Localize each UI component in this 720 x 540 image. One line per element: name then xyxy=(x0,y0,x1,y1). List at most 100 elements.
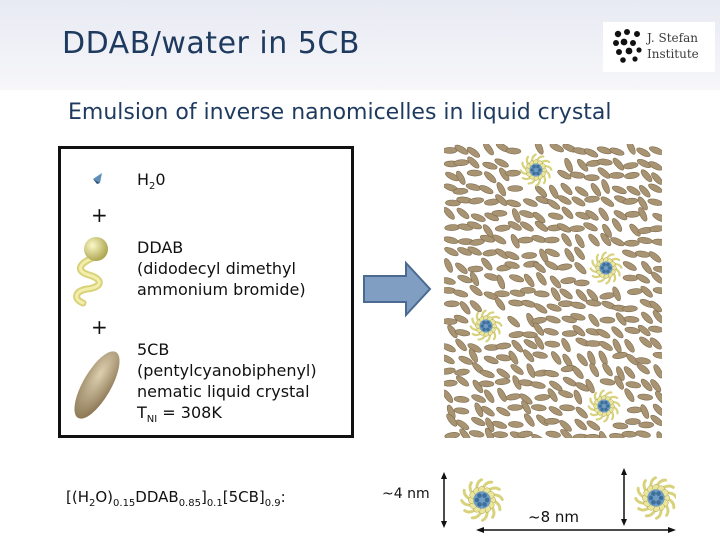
lc-molecule xyxy=(585,378,595,394)
lc-molecule xyxy=(511,208,521,223)
institute-logo-icon xyxy=(613,29,642,63)
right-arrow-icon xyxy=(363,260,432,318)
lc-molecule xyxy=(572,366,584,379)
lc-molecule xyxy=(560,182,573,196)
small-micelle-size: ~4 nm xyxy=(382,486,430,502)
lc-molecule xyxy=(447,324,458,339)
lc-molecule xyxy=(545,315,561,324)
lc-molecule xyxy=(598,340,613,351)
lc-molecule xyxy=(548,212,564,220)
lc-molecule xyxy=(574,186,589,197)
lc-molecule xyxy=(495,194,508,206)
lc-molecule xyxy=(455,419,470,430)
tni-value: TNI = 308K xyxy=(137,403,222,426)
lc-molecule xyxy=(517,430,533,438)
ddab-desc-2: ammonium bromide) xyxy=(137,280,306,299)
lc-molecule xyxy=(546,199,561,210)
lc-molecule xyxy=(444,258,453,273)
lc-molecule xyxy=(497,387,507,402)
lc-molecule xyxy=(625,418,641,425)
lc-molecule xyxy=(469,271,480,287)
lc-molecule xyxy=(557,195,572,205)
lc-molecule xyxy=(648,183,662,193)
lc-molecule xyxy=(549,184,559,199)
lc-molecule xyxy=(648,161,662,171)
lc-molecule xyxy=(478,380,495,388)
lc-molecule xyxy=(612,422,629,430)
lc-molecule xyxy=(600,196,615,207)
lc-molecule xyxy=(640,169,653,182)
lc-molecule xyxy=(467,221,482,230)
lc-molecule xyxy=(532,211,546,224)
institute-name: J. Stefan Institute xyxy=(647,30,699,62)
lc-molecule xyxy=(564,248,575,263)
lc-molecule xyxy=(466,169,483,177)
lc-molecule xyxy=(543,417,560,425)
lc-molecule xyxy=(468,348,478,363)
lc-molecule xyxy=(624,339,635,353)
lc-molecule xyxy=(598,207,609,222)
lc-molecule xyxy=(624,326,641,334)
lc-molecule xyxy=(521,400,531,415)
lc-molecule xyxy=(648,325,662,333)
lc-molecule xyxy=(627,288,643,295)
lc-molecule xyxy=(533,322,545,336)
lc-molecule xyxy=(576,353,588,367)
lc-molecule xyxy=(484,171,497,184)
plus-sign: + xyxy=(91,315,108,339)
lc-molecule xyxy=(469,300,482,313)
lc-molecule xyxy=(600,232,612,247)
lc-molecule xyxy=(459,301,471,315)
institute-line-1: J. Stefan xyxy=(647,31,698,45)
nanomicelle-emulsion-illustration xyxy=(444,144,662,438)
lc-molecule xyxy=(494,297,506,311)
lc-molecule xyxy=(590,183,602,197)
lc-molecule xyxy=(481,257,493,271)
micelle xyxy=(469,309,503,343)
lc-molecule xyxy=(523,339,538,350)
lc-molecule xyxy=(612,286,621,302)
lc-molecule xyxy=(508,350,519,365)
lc-molecule xyxy=(496,406,511,417)
lc-molecule xyxy=(453,289,469,298)
lc-molecule xyxy=(569,225,585,233)
lc-molecule xyxy=(562,376,577,387)
lc-molecule xyxy=(589,363,600,378)
lc-molecule xyxy=(652,351,662,359)
lc-molecule xyxy=(575,234,585,249)
water-molecule-icon xyxy=(93,173,102,184)
lc-molecule xyxy=(551,351,562,365)
lc-molecule xyxy=(496,368,511,379)
lc-molecule xyxy=(560,277,576,285)
lc-molecule xyxy=(495,342,512,350)
lc-molecule xyxy=(584,433,600,438)
lc-molecule xyxy=(636,363,650,375)
lc-molecule xyxy=(483,355,499,365)
lc-molecule xyxy=(583,148,599,158)
lc-molecule xyxy=(599,316,616,324)
lc-molecule xyxy=(575,406,588,419)
lc-molecule xyxy=(648,251,662,263)
lc-molecule xyxy=(639,336,653,348)
lc-molecule xyxy=(544,340,561,348)
micelle xyxy=(589,251,623,285)
lc-molecule xyxy=(612,338,622,354)
lc-molecule xyxy=(559,288,573,300)
lc-molecule xyxy=(507,221,522,231)
lc-molecule xyxy=(507,315,520,328)
lc-molecule xyxy=(584,195,600,203)
lc-molecule xyxy=(543,236,560,244)
composition-formula: [(H2O)0.15DDAB0.85]0.1[5CB]0.9: xyxy=(66,488,286,509)
lc-molecule xyxy=(640,378,653,392)
lc-molecule xyxy=(492,420,507,429)
lc-molecule xyxy=(456,207,470,220)
lc-molecule xyxy=(455,338,467,352)
lc-molecule xyxy=(444,354,455,365)
lc-molecule xyxy=(635,357,651,365)
lc-molecule xyxy=(467,246,482,256)
lc-molecule xyxy=(444,367,456,375)
lc-molecule xyxy=(583,222,598,232)
lc-molecule xyxy=(522,349,535,363)
lc-molecule xyxy=(557,169,572,180)
lc-molecule xyxy=(638,185,651,198)
